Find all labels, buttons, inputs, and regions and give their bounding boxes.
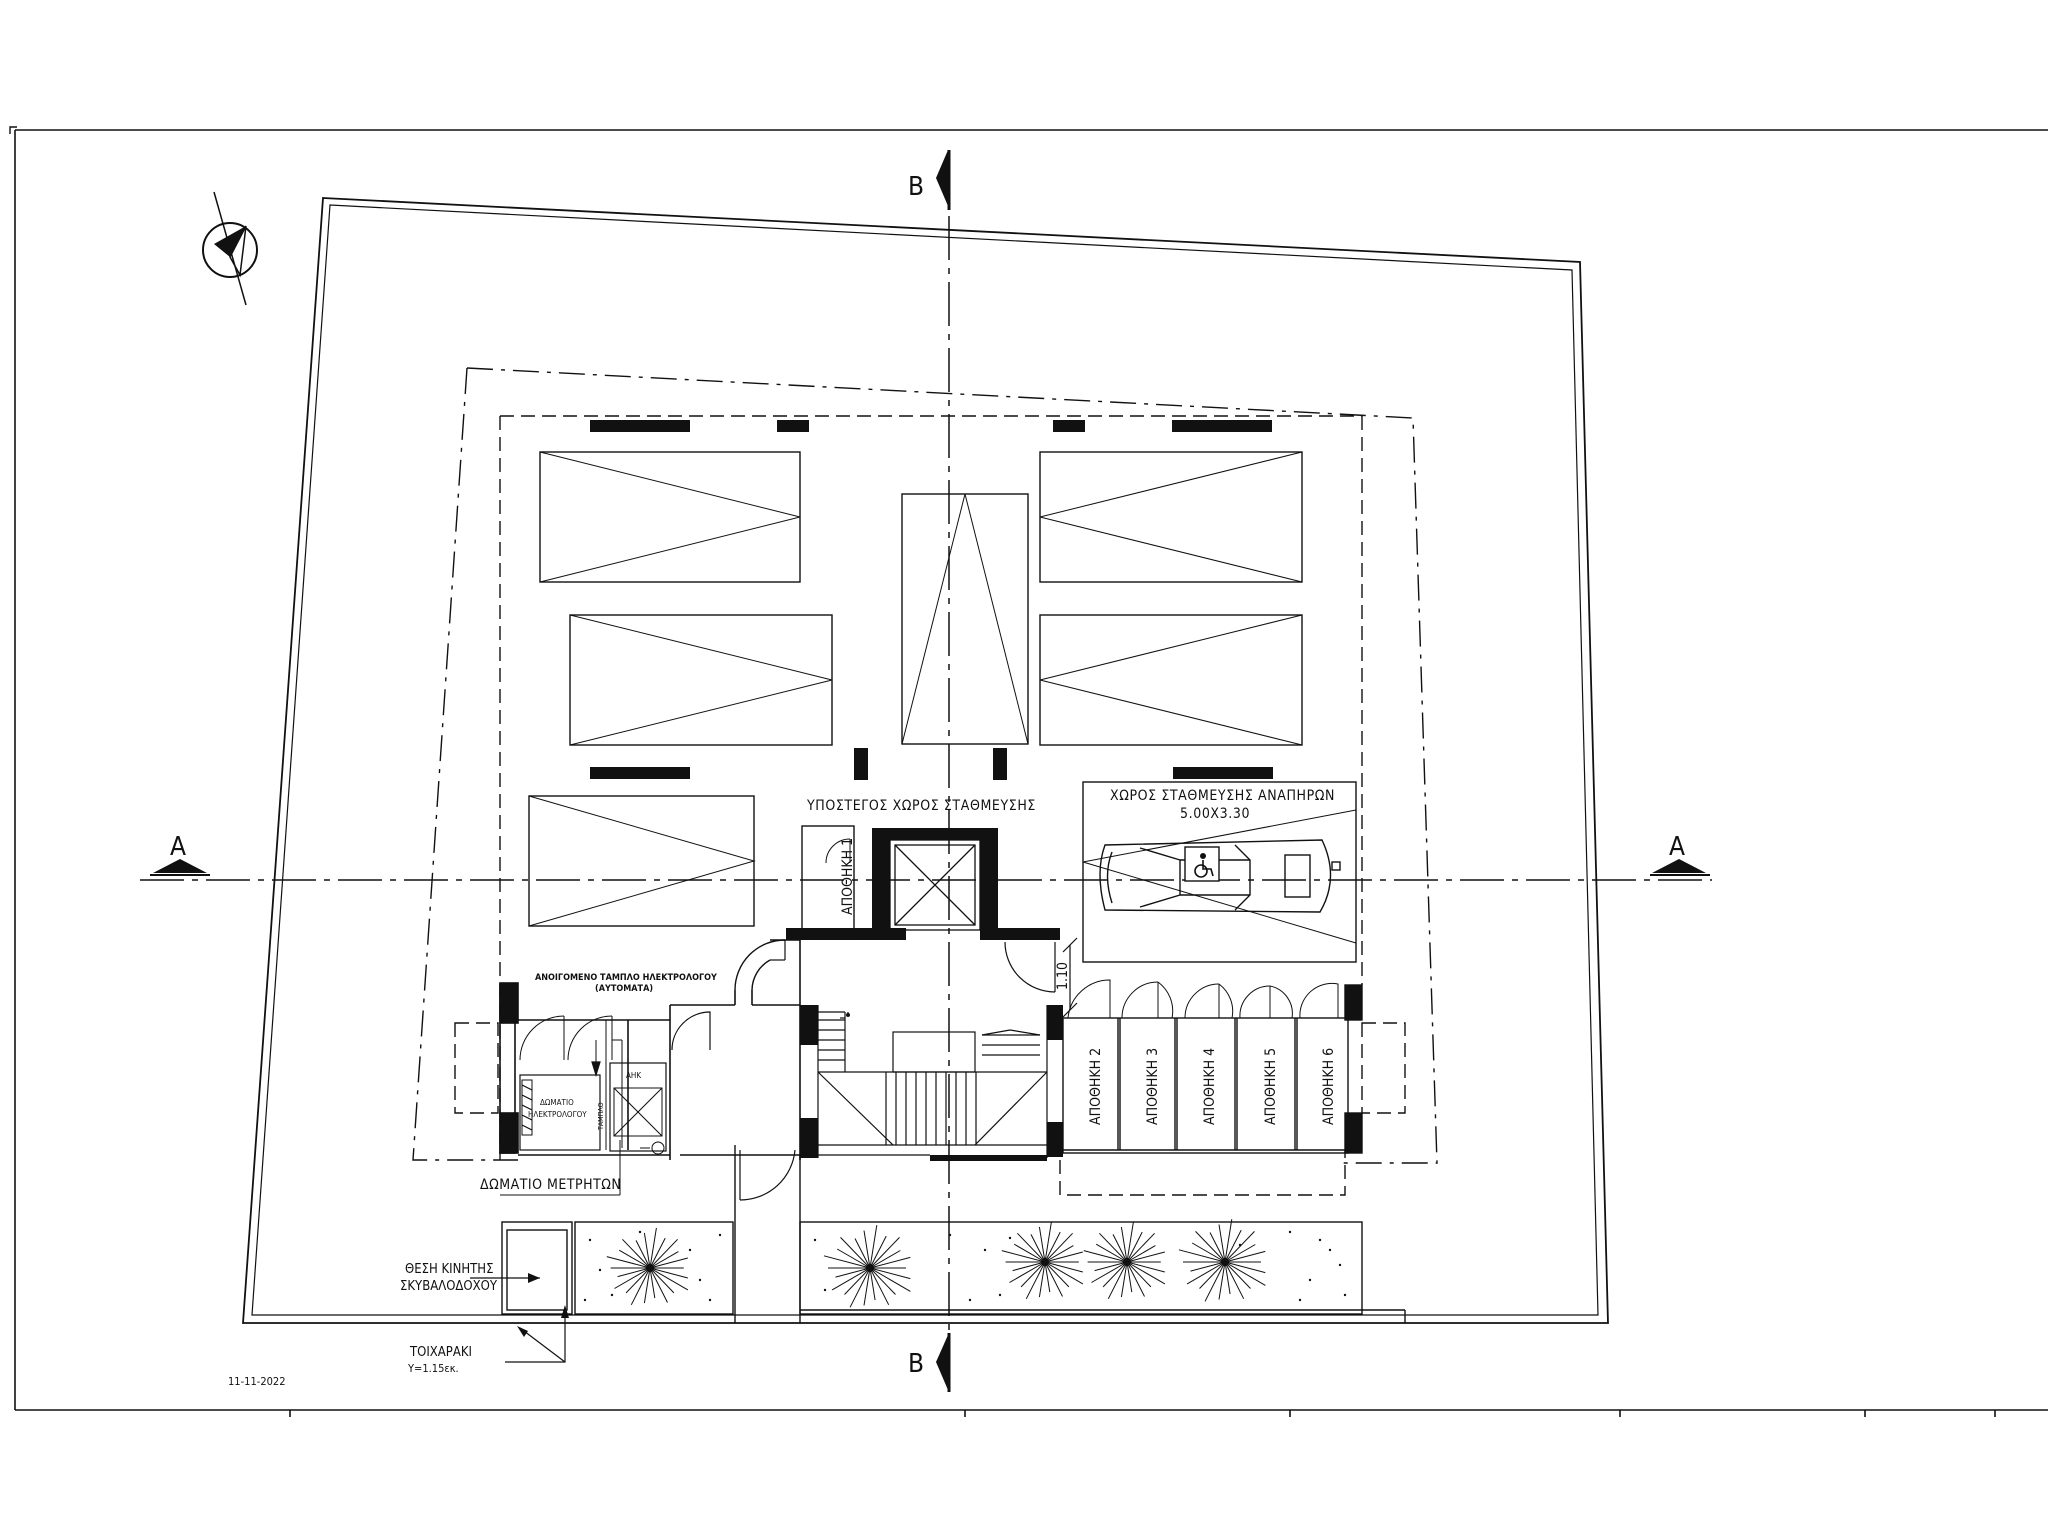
core-door <box>1004 941 1056 993</box>
low-wall-height-label: Υ=1.15εκ. <box>407 1362 459 1375</box>
storage-1-label: ΑΠΟΘΗΚΗ 1 <box>840 838 856 915</box>
covered-parking-label: ΥΠΟΣΤΕΓΟΣ ΧΩΡΟΣ ΣΤΑΘΜΕΥΣΗΣ <box>806 798 1036 814</box>
electrical-room-label: ΔΩΜΑΤΙΟ <box>540 1098 574 1107</box>
low-wall-leader <box>505 1305 569 1363</box>
planter-gravel <box>583 1230 1347 1302</box>
section-a-left-label: A <box>170 832 186 862</box>
switchboard-note: ΑΝΟΙΓΟΜΕΝΟ ΤΑΜΠΛΟ ΗΛΕΚΤΡΟΛΟΓΟΥ <box>535 973 717 983</box>
storage-5-label: ΑΠΟΘΗΚΗ 5 <box>1263 1048 1279 1125</box>
tree-icon <box>1178 1219 1266 1302</box>
storage-3-label: ΑΠΟΘΗΚΗ 3 <box>1145 1048 1161 1125</box>
storage-4-label: ΑΠΟΘΗΚΗ 4 <box>1202 1048 1218 1125</box>
low-wall-label: ΤΟΙΧΑΡΑΚΙ <box>409 1345 472 1360</box>
tree-icon <box>1001 1221 1084 1300</box>
entry-passage <box>734 1145 801 1323</box>
upper-floor-outline <box>412 367 1438 1164</box>
trees <box>606 1219 1266 1308</box>
section-line-a: A A <box>140 832 1712 881</box>
wheelchair-icon <box>1184 846 1220 882</box>
bin-arrow <box>470 1273 540 1283</box>
bin-position-label: ΘΕΣΗ ΚΙΝΗΤΗΣ <box>405 1262 493 1277</box>
tree-icon <box>823 1225 911 1308</box>
drawing-frame <box>9 126 2048 1417</box>
tree-icon <box>1083 1221 1166 1300</box>
parking-bay <box>539 451 801 583</box>
tree-icon <box>606 1227 689 1306</box>
north-arrow-icon <box>202 191 258 306</box>
parking-bay <box>528 795 756 927</box>
lift-core <box>786 828 1060 940</box>
stair-core <box>800 1005 1063 1161</box>
drawing-date: 11-11-2022 <box>228 1375 286 1388</box>
parking-bays <box>528 451 1357 963</box>
parking-bay <box>1039 614 1303 746</box>
plot-boundary <box>242 197 1609 1324</box>
storage-room-1 <box>801 825 855 937</box>
planters <box>501 1221 1406 1323</box>
electrical-room <box>500 1011 711 1196</box>
dimension-label: 1.10 <box>1055 962 1071 990</box>
parking-bay <box>1039 451 1303 583</box>
disabled-parking-bay <box>1082 781 1357 963</box>
storage-rooms <box>1062 979 1363 1154</box>
parking-bay <box>569 614 833 746</box>
disabled-parking-size: 5.00Χ3.30 <box>1180 806 1250 822</box>
section-b-top-label: B <box>908 172 924 202</box>
panel-label: ΤΑΜΠΛΟ <box>597 1102 605 1131</box>
beam-marks <box>590 420 1273 780</box>
section-b-bottom-label: B <box>908 1349 924 1379</box>
ahk-label: ΑΗΚ <box>626 1071 641 1080</box>
car-icon <box>1099 839 1341 913</box>
storage-2-label: ΑΠΟΘΗΚΗ 2 <box>1088 1048 1104 1125</box>
switchboard-note-2: (ΑΥΤΟΜΑΤΑ) <box>595 984 653 994</box>
storage-6-label: ΑΠΟΘΗΚΗ 6 <box>1321 1048 1337 1125</box>
meter-room-label: ΔΩΜΑΤΙΟ ΜΕΤΡΗΤΩΝ <box>480 1177 621 1193</box>
section-a-right-label: A <box>1669 832 1685 862</box>
parking-bay <box>901 493 1029 745</box>
section-line-b: B B <box>908 150 951 1392</box>
disabled-parking-label: ΧΩΡΟΣ ΣΤΑΘΜΕΥΣΗΣ ΑΝΑΠΗΡΩΝ <box>1110 788 1335 804</box>
bin-position-label-2: ΣΚΥΒΑΛΟΔΟΧΟΥ <box>400 1279 498 1294</box>
building-walls <box>499 939 801 1160</box>
electrical-room-label-2: ΗΛΕΚΤΡΟΛΟΓΟΥ <box>528 1110 587 1119</box>
